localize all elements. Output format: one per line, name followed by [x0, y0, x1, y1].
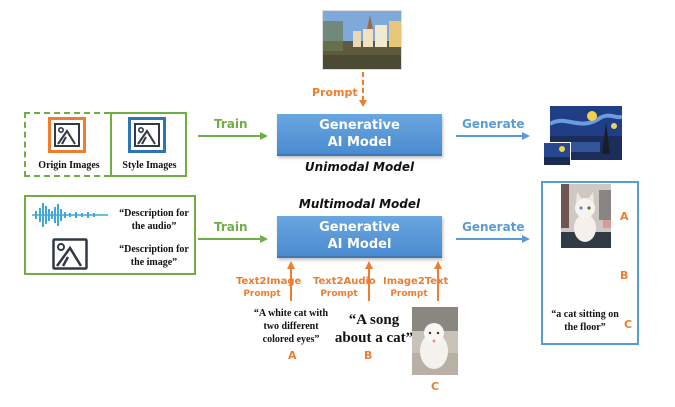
model-line2: AI Model [327, 135, 392, 150]
prompt-arrow [359, 72, 367, 107]
multimodal-model-box: Generative AI Model [277, 216, 442, 258]
output-letter-a: A [620, 210, 629, 223]
image-icon-multimodal [52, 238, 88, 270]
generate-label-unimodal: Generate [462, 117, 525, 131]
multimodal-outputs-box [541, 181, 639, 345]
style-images-label: Style Images [122, 160, 177, 171]
model-line1: Generative [319, 220, 400, 235]
multimodal-inputs-box [24, 195, 196, 275]
prompt-type-c: Image2Text Prompt [383, 276, 449, 299]
generate-arrow-unimodal [456, 132, 530, 140]
origin-image-icon [48, 117, 86, 153]
prompt-letter-c: C [431, 380, 440, 393]
output-letter-c: C [624, 318, 633, 331]
train-arrow-multimodal [198, 235, 268, 243]
generate-arrow-multimodal [456, 235, 530, 243]
prompt-c-cat-photo [412, 307, 458, 375]
prompt-label: Prompt [312, 86, 358, 99]
prompt-letter-b: B [364, 349, 373, 362]
audio-waveform-icon [32, 203, 108, 227]
prompt-arrow-c [434, 261, 442, 301]
train-label-multimodal: Train [214, 220, 248, 234]
output-a-kitten-photo [561, 184, 611, 248]
image-description-text: “Description for the image” [119, 244, 189, 268]
style-images-box [110, 112, 187, 177]
model-line2: AI Model [327, 237, 392, 252]
unimodal-model-box: Generative AI Model [277, 114, 442, 156]
prompt-arrow-a [287, 261, 295, 301]
prompt-image-town [322, 10, 402, 70]
prompt-a-text: “A white cat with two different colored … [253, 308, 329, 345]
unimodal-caption: Unimodal Model [304, 160, 415, 174]
audio-description-text: “Description for the audio” [119, 208, 189, 232]
multimodal-caption: Multimodal Model [298, 197, 421, 211]
prompt-type-b: Text2Audio Prompt [313, 276, 376, 299]
output-letter-b: B [620, 269, 629, 282]
origin-images-box [24, 112, 110, 177]
prompt-type-a: Text2Image Prompt [236, 276, 302, 299]
output-c-caption-text: “a cat sitting on the floor” [551, 309, 619, 333]
prompt-arrow-b [365, 261, 373, 301]
prompt-b-text: “A song about a cat” [334, 312, 414, 346]
train-arrow-unimodal [198, 132, 268, 140]
model-line1: Generative [319, 118, 400, 133]
origin-images-label: Origin Images [38, 160, 100, 171]
output-painting-large [550, 106, 622, 160]
output-b-purple-waveform-icon [563, 266, 613, 284]
train-label-unimodal: Train [214, 117, 248, 131]
style-image-icon [128, 117, 166, 153]
prompt-letter-a: A [288, 349, 297, 362]
generate-label-multimodal: Generate [462, 220, 525, 234]
output-painting-small [543, 142, 571, 166]
